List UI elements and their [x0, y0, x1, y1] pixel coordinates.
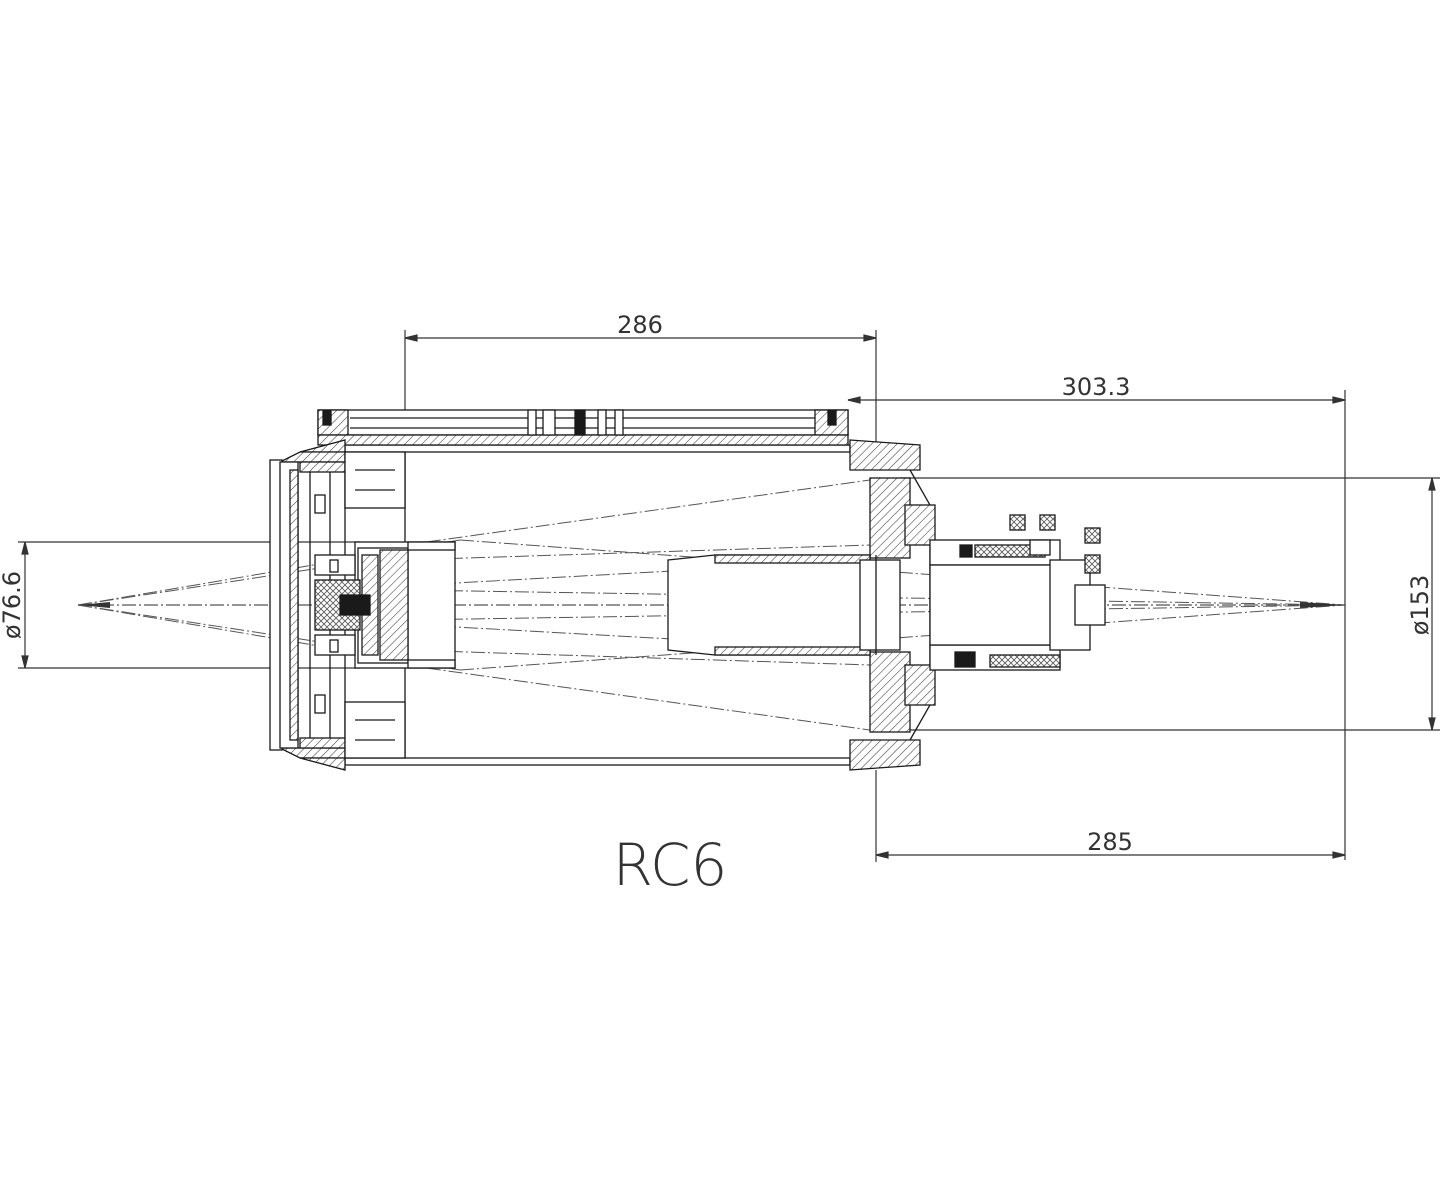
focal-points: [78, 602, 1345, 608]
secondary-mirror-assembly: [314, 541, 456, 669]
dim-label-back-length: 303.3: [1062, 373, 1131, 401]
telescope-tube: [317, 409, 851, 766]
dim-label-tube-length: 286: [617, 311, 663, 339]
focuser: [929, 514, 1106, 671]
front-cell: [269, 439, 406, 771]
dimension-lines: [18, 330, 1440, 862]
dim-label-primary-diameter: ø153: [1406, 575, 1434, 636]
drawing-title: RC6: [613, 831, 728, 899]
primary-baffle-tube: [667, 554, 901, 656]
dim-label-secondary-diameter: ø76.6: [0, 571, 26, 639]
dim-label-focus-distance: 285: [1087, 828, 1133, 856]
primary-mirror: [849, 439, 936, 771]
